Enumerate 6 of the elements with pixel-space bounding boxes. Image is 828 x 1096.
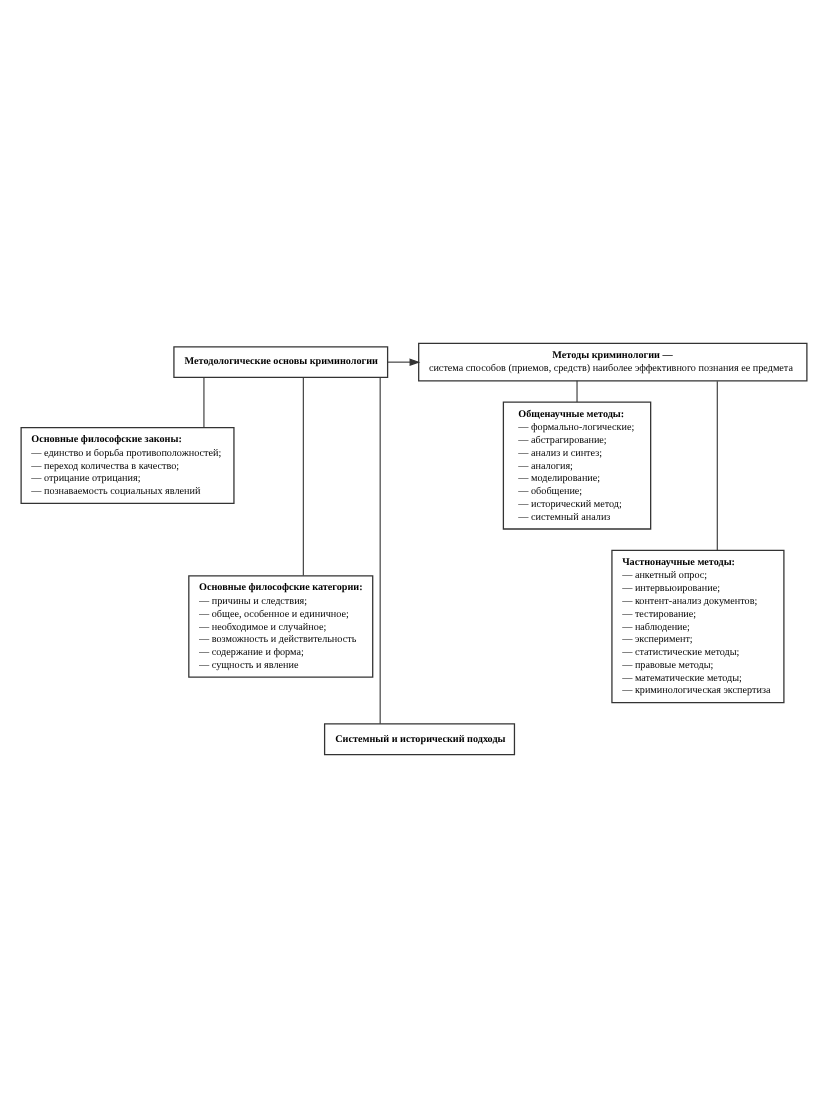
arrow: [387, 357, 421, 365]
connector: [716, 379, 718, 550]
connector: [203, 376, 205, 428]
connector: [302, 375, 304, 576]
connector: [379, 376, 381, 724]
connector: [576, 379, 578, 402]
